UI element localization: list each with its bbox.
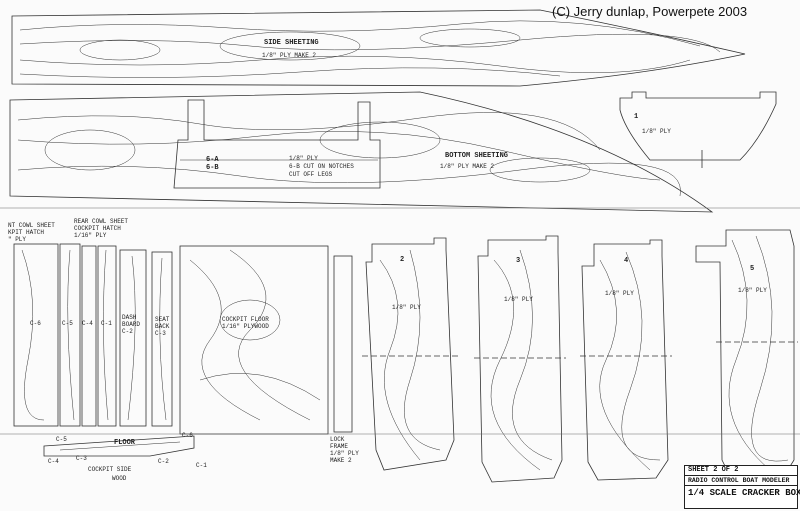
bulkhead-6-outline (173, 99, 381, 189)
front-cowl-label-2: KPIT HATCH (8, 229, 45, 236)
notch-note-3: CUT OFF LEGS (289, 171, 333, 178)
floor-c1-label: C-1 (196, 462, 207, 469)
drawing-title: 1/4 SCALE CRACKER BOX (688, 488, 800, 498)
cockpit-side-label-2: WOOD (112, 475, 127, 482)
bulkhead-4-outline (581, 239, 669, 481)
cockpit-floor-label-2: 1/16" PLYWOOD (222, 323, 269, 330)
c1-outline (97, 245, 117, 427)
bulkhead-6b-label: 6-B (206, 164, 219, 172)
floor-label: FLOOR (114, 439, 136, 447)
c6-outline (13, 243, 59, 427)
seat-label-1: SEAT (155, 316, 170, 323)
frame-outline (333, 255, 353, 433)
floor-c2-label: C-2 (158, 458, 169, 465)
c4-outline (81, 245, 97, 427)
bulkhead-1-label: 1 (634, 113, 639, 121)
c2-outline (119, 249, 147, 427)
bulkhead-2-outline (365, 237, 455, 471)
floor-outline (43, 435, 195, 457)
cockpit-side-label-1: COCKPIT SIDE (88, 466, 132, 473)
frame-label-1: LOCK (330, 436, 345, 443)
sheet-number: SHEET 2 OF 2 (685, 466, 797, 476)
bulkhead-3-outline (477, 235, 563, 483)
bulkhead-4-ply: 1/8" PLY (605, 290, 634, 297)
front-cowl-label-1: NT COWL SHEET (8, 222, 55, 229)
c1-label: C-1 (101, 320, 112, 327)
side-sheeting-title: SIDE SHEETING (264, 39, 319, 47)
c6-label: C-6 (30, 320, 41, 327)
c3-outline (151, 251, 173, 427)
bottom-sheeting-title: BOTTOM SHEETING (445, 152, 509, 160)
bulkhead-2-label: 2 (400, 256, 405, 264)
bulkhead-1-outline (619, 91, 777, 161)
floor-c5-label: C-5 (56, 436, 67, 443)
rear-cowl-label-2: COCKPIT HATCH (74, 225, 121, 232)
frame-label-3: 1/8" PLY (330, 450, 359, 457)
bulkhead-4-label: 4 (624, 257, 629, 265)
floor-c4-label: C-4 (48, 458, 59, 465)
floor-c6-label: C-6 (182, 432, 193, 439)
dash-label-2: BOARD (122, 321, 141, 328)
bulkhead-1-ply: 1/8" PLY (642, 128, 671, 135)
frame-label-4: MAKE 2 (330, 457, 352, 464)
bottom-sheeting-note: 1/8" PLY MAKE 2 (440, 163, 495, 170)
bulkhead-6a-label: 6-A (206, 156, 219, 164)
publication-name: RADIO CONTROL BOAT MODELER (685, 476, 797, 486)
copyright: (C) Jerry dunlap, Powerpete 2003 (552, 4, 748, 19)
notch-note-1: 1/8" PLY (289, 155, 318, 162)
seat-label-3: C-3 (155, 330, 166, 337)
dash-label-3: C-2 (122, 328, 133, 335)
bulkhead-5-ply: 1/8" PLY (738, 287, 767, 294)
side-sheeting-note: 1/8" PLY MAKE 2 (262, 52, 317, 59)
front-cowl-label-3: " PLY (8, 236, 27, 243)
rear-cowl-label-3: 1/16" PLY (74, 232, 107, 239)
bulkhead-5-label: 5 (750, 265, 755, 273)
title-block: SHEET 2 OF 2 RADIO CONTROL BOAT MODELER … (684, 465, 800, 509)
bottom-sheeting-outline (9, 91, 714, 213)
bulkhead-2-ply: 1/8" PLY (392, 304, 421, 311)
cockpit-floor-label-1: COCKPIT FLOOR (222, 316, 269, 323)
rear-cowl-label-1: REAR COWL SHEET (74, 218, 129, 225)
dash-label-1: DASH (122, 314, 137, 321)
bulkhead-3-ply: 1/8" PLY (504, 296, 533, 303)
c5-outline (59, 243, 81, 427)
side-sheeting-outline (11, 9, 746, 87)
notch-note-2: 6-B CUT ON NOTCHES (289, 163, 354, 170)
frame-label-2: FRAME (330, 443, 349, 450)
bulkhead-3-label: 3 (516, 257, 521, 265)
floor-c3-label: C-3 (76, 455, 87, 462)
c4-label: C-4 (82, 320, 93, 327)
bulkhead-5-outline (695, 229, 795, 477)
c5-label: C-5 (62, 320, 73, 327)
seat-label-2: BACK (155, 323, 170, 330)
